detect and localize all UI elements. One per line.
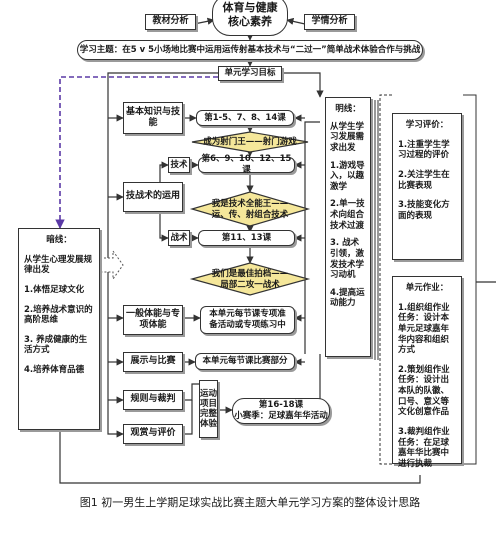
connector: [107, 72, 218, 438]
dark-line-item: 1.体悟足球文化: [24, 284, 85, 295]
diamond-3-line2: 局部二攻一战术: [220, 280, 280, 291]
connector: [193, 17, 215, 25]
homework-panel: 单元作业： 1.组织组作业任务：设计本单元足球嘉年华内容和组织方式 2.策划组作…: [392, 276, 462, 469]
homework-item: 2.策划组作业任务：设计出本队的队徽、口号、意义等文化创意作品: [398, 364, 450, 418]
homework-item: 3.裁判组作业任务：在足球嘉年华比赛中进行执裁: [398, 426, 450, 469]
sport-line: 运动: [200, 388, 218, 399]
connector: [282, 72, 324, 98]
connector-dashed: [379, 94, 392, 465]
learning-theme: 学习主题：在5 v 5小场地比赛中运用运传射基本技术与“二过一”简单战术体验合作…: [77, 40, 423, 60]
node-basic-knowledge: 基本知识与技能: [123, 102, 183, 134]
figure-caption: 图1 初一男生上学期足球实战比赛主题大单元学习方案的整体设计思路: [79, 496, 421, 509]
dark-line-item: 3. 养成健康的生活方式: [24, 334, 88, 356]
bright-line-panel: 明线： 从学生学习发展需求出发 1.游戏导入，以趣激学 2.单一技术向组合技术过…: [325, 97, 371, 357]
node-label: 展示与比赛: [130, 356, 176, 367]
lesson-label: 第1-5、7、8、14课: [204, 112, 286, 123]
unit-goal: 单元学习目标: [218, 66, 282, 81]
node-label: 技战术的运用: [125, 191, 180, 202]
match-lesson: 本单元每节课比赛部分: [195, 353, 295, 370]
bright-line-item: 4.提高运动能力: [330, 287, 365, 309]
bright-line-item: 2.单一技术向组合技术过渡: [330, 199, 365, 231]
title-line1: 体育与健康: [222, 1, 278, 15]
evaluation-item: 3.技能变化方面的表现: [398, 200, 450, 221]
match-label: 本单元每节课比赛部分: [202, 356, 288, 367]
fitness-line1: 本单元每节课专项准: [209, 309, 286, 320]
tac-label: 战术: [170, 232, 188, 243]
tag-label: 学情分析: [311, 16, 348, 27]
tag-label: 教材分析: [152, 16, 189, 27]
lesson-label: 第11、13课: [221, 232, 272, 243]
node-label: 基本知识与技能: [125, 106, 180, 128]
homework-title: 单元作业：: [405, 283, 449, 293]
tech-box: 技术: [168, 157, 190, 173]
bright-line-item: 1.游戏导入，以趣激学: [330, 160, 365, 192]
connector: [304, 121, 320, 354]
diamond-2-line2: 运、传、射组合技术: [211, 210, 289, 221]
diamond-3-text: 我们是最佳拍档—— 局部二攻一战术: [200, 269, 300, 291]
lesson-box-2: 第6、9、10、12、15课: [198, 154, 295, 175]
lesson-box-1: 第1-5、7、8、14课: [196, 110, 294, 126]
connector: [463, 94, 477, 465]
homework-item: 1.组织组作业任务：设计本单元足球嘉年华内容和组织方式: [398, 302, 450, 356]
title-line2: 核心素养: [228, 15, 272, 28]
bright-line-item: 3. 战术引领，激发技术学习动机: [330, 238, 365, 281]
node-label: 一般体能与专项体能: [125, 308, 180, 330]
diamond-1-text: 成为射门王——射门游戏: [203, 137, 297, 147]
evaluation-panel: 学习评价： 1.注重学生学习过程的评价 2.关注学生在比赛表现 3.技能变化方面…: [392, 113, 462, 260]
evaluation-item: 2.关注学生在比赛表现: [398, 169, 450, 191]
node-rules: 规则与裁判: [123, 390, 183, 410]
node-label: 规则与裁判: [130, 394, 176, 405]
dark-line-item: 从学生心理发展规律出发: [24, 254, 93, 276]
connector: [183, 383, 199, 401]
tac-box: 战术: [168, 230, 190, 246]
connector-dashed: [55, 76, 218, 229]
tech-label: 技术: [170, 159, 188, 170]
lesson-box-3: 第11、13课: [198, 230, 295, 246]
sport-experience: 运动 项目 完整 体验: [199, 380, 218, 438]
final-season: 第16-18课 小赛季：足球嘉年华活动: [232, 398, 330, 424]
hollow-arrow: [99, 249, 124, 281]
tag-textbook-analysis: 教材分析: [145, 14, 196, 30]
node-show-match: 展示与比赛: [123, 352, 183, 372]
dark-line-item: 2.培养战术意识的高阶思维: [24, 304, 93, 326]
diamond-2-text: 我是技术全能王—— 运、传、射组合技术: [200, 199, 300, 221]
final-line1: 第16-18课: [258, 400, 304, 411]
sport-line: 体验: [200, 419, 218, 430]
evaluation-item: 1.注重学生学习过程的评价: [398, 139, 450, 161]
fitness-lesson: 本单元每节课专项准 备活动或专项练习中: [200, 306, 295, 334]
connector: [183, 400, 193, 435]
goal-text: 单元学习目标: [224, 68, 276, 79]
node-watch: 观赏与评价: [123, 424, 183, 444]
final-line2: 小赛季：足球嘉年华活动: [234, 411, 328, 421]
node-tactics: 技战术的运用: [123, 182, 183, 212]
bright-line-title: 明线：: [335, 104, 361, 114]
connector: [286, 17, 306, 25]
dark-line-item: 4.培养体育品德: [24, 365, 85, 375]
diamond-2-line1: 我是技术全能王——: [211, 199, 289, 209]
sport-line: 完整: [200, 409, 218, 419]
tag-student-analysis: 学情分析: [304, 14, 355, 30]
sport-line: 项目: [200, 398, 218, 409]
fitness-line2: 备活动或专项练习中: [209, 320, 286, 330]
connector: [59, 430, 421, 484]
dark-line-title: 暗线：: [46, 235, 72, 245]
node-fitness: 一般体能与专项体能: [123, 305, 183, 335]
evaluation-title: 学习评价：: [405, 120, 449, 130]
theme-text: 学习主题：在5 v 5小场地比赛中运用运传射基本技术与“二过一”简单战术体验合作…: [79, 44, 421, 55]
lesson-label: 第6、9、10、12、15课: [201, 154, 292, 175]
diamond-3-line1: 我们是最佳拍档——: [211, 269, 289, 279]
bright-line-item: 从学生学习发展需求出发: [330, 121, 365, 153]
dark-line-panel: 暗线： 从学生心理发展规律出发 1.体悟足球文化 2.培养战术意识的高阶思维 3…: [18, 228, 100, 430]
node-label: 观赏与评价: [130, 428, 176, 439]
core-literacy-title: 体育与健康 核心素养: [212, 0, 288, 36]
